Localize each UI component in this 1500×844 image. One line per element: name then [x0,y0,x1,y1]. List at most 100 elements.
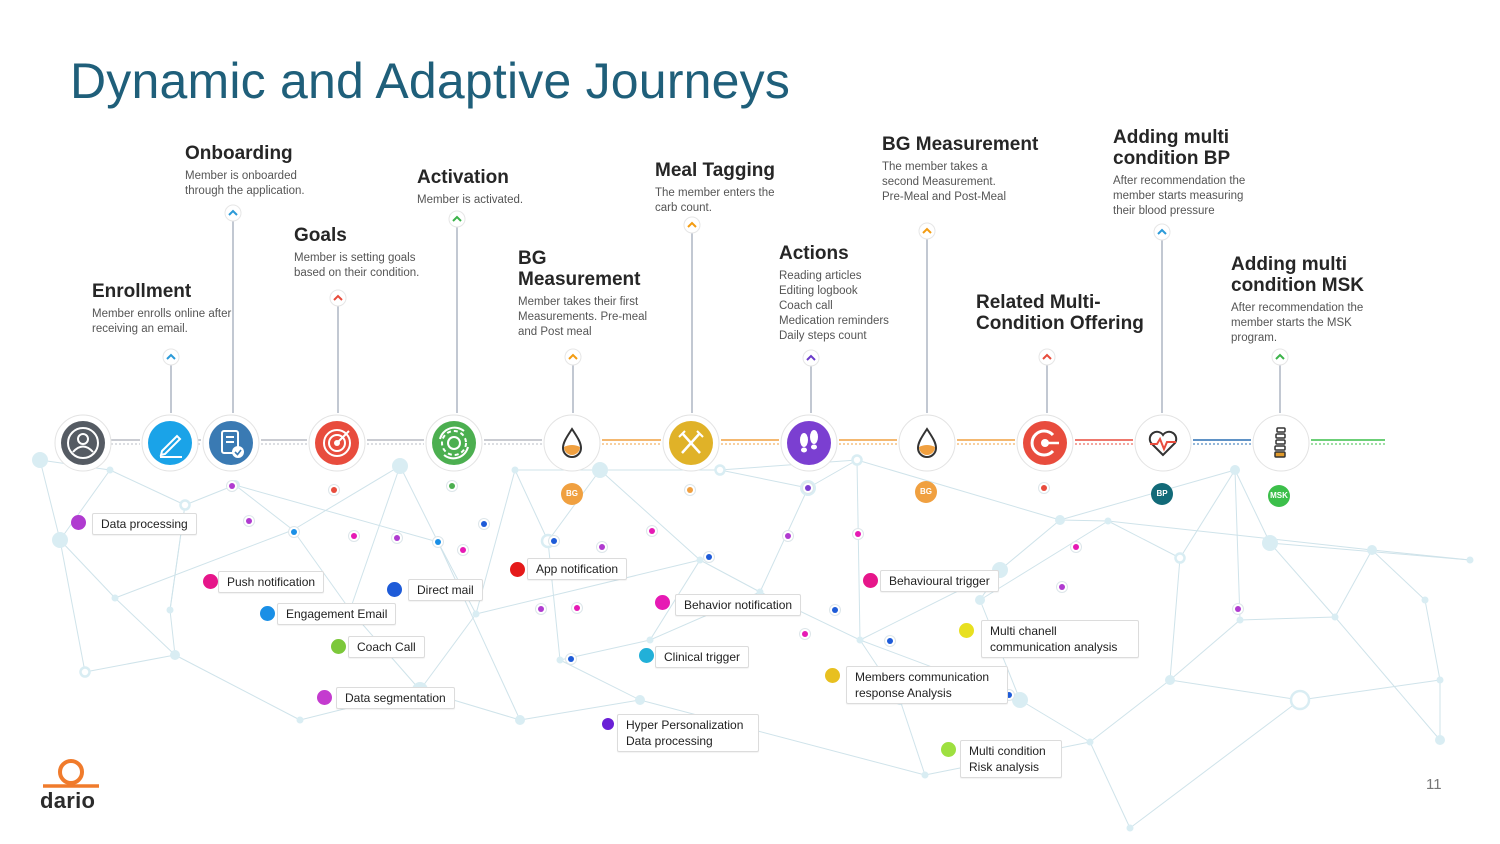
network-dot [435,539,441,545]
network-node [511,466,519,474]
bg-tag: BG [915,481,937,503]
network-line [1059,519,1109,522]
stage-title: Meal Tagging [655,160,775,181]
chevron-up-icon [1042,353,1052,360]
network-line [114,529,294,599]
network-line [59,469,111,541]
network-line [1059,469,1236,521]
network-node [111,594,119,602]
chevron-up-icon [224,204,242,222]
behavioural-trigger-dot [863,573,878,588]
capability-push-notification: Push notification [218,571,325,593]
chevron-up-icon [802,349,820,367]
network-line [292,529,351,611]
capability-app-notification: App notification [527,558,628,580]
target-icon [307,413,367,473]
network-node [32,452,48,468]
network-node [556,656,564,664]
stage-title: Onboarding [185,143,293,164]
stage-actions: Actions Reading articles Editing logbook… [779,243,919,344]
stage-enrollment: Enrollment Member enrolls online after r… [92,281,252,337]
stage-description: The member takes a second Measurement. P… [882,161,1006,203]
chevron-up-icon [1157,228,1167,235]
chevron-up-icon [806,354,816,361]
network-node [179,499,191,511]
stage-meal-tagging: Meal Tagging The member enters the carb … [655,160,795,216]
capability-behavioural-trigger: Behavioural trigger [880,570,999,592]
members-response-analysis-dot [825,668,840,683]
network-dot [551,538,557,544]
capability-members-response-analysis: Members communication response Analysis [846,666,1008,704]
app-notification-dot [510,562,525,577]
stage-bg-measurement-first: BG Measurement Member takes their first … [518,248,658,340]
network-line [169,609,176,656]
chevron-up-icon [329,289,347,307]
network-node [52,532,68,548]
network-line [856,459,861,641]
network-node [1367,545,1377,555]
network-node [1086,738,1094,746]
capability-multi-channel-analysis: Multi chanell communication analysis [981,620,1139,658]
network-line [1089,741,1131,829]
stage-description: Reading articles Editing logbook Coach c… [779,270,889,342]
network-line [1371,549,1426,601]
network-line [547,469,601,542]
multi-condition-risk-dot [941,742,956,757]
stage-title: BG Measurement [882,134,1039,155]
network-dot [706,554,712,560]
network-dot [785,533,791,539]
network-dot [538,606,544,612]
capability-hyper-personalization: Hyper Personalization Data processing [617,714,759,752]
chevron-up-icon [1038,348,1056,366]
network-line [856,459,1061,521]
network-dot [246,518,252,524]
network-line [999,519,1061,571]
capability-engagement-email: Engagement Email [277,603,397,625]
msk-tag: MSK [1268,485,1290,507]
network-node [79,666,91,678]
chevron-up-icon [1271,348,1289,366]
network-line [84,654,176,673]
network-node [1262,535,1278,551]
network-line [899,699,926,776]
background-network-nodes [32,452,1474,832]
network-dot [805,485,811,491]
network-node [1466,556,1474,564]
stage-description: Member is setting goals based on their c… [294,252,420,279]
network-dot [687,487,693,493]
network-dot [832,607,838,613]
network-line [639,699,926,776]
network-node [296,716,304,724]
network-node [1436,676,1444,684]
network-line [349,465,401,611]
target-arrow-icon [1015,413,1075,473]
network-node [592,462,608,478]
network-line [719,459,858,471]
network-node [1421,596,1429,604]
network-dot [460,547,466,553]
stage-title: Enrollment [92,281,192,302]
stage-title: Goals [294,225,347,246]
background-network-lines [39,459,1471,829]
network-node [515,715,525,725]
blood-drop-icon [542,413,602,473]
network-dot [599,544,605,550]
network-dot [802,631,808,637]
chevron-up-icon [568,353,578,360]
network-line [1107,520,1373,551]
blood-drop-icon [897,413,957,473]
network-node [856,636,864,644]
network-node [1289,689,1311,711]
network-node [1230,465,1240,475]
network-node [166,606,174,614]
data-segmentation-dot [317,690,332,705]
coach-call-dot [331,639,346,654]
chevron-up-icon [564,348,582,366]
network-line [234,484,439,543]
stage-title: Related Multi-Condition Offering [976,292,1144,334]
gear-refresh-icon [424,413,484,473]
network-line [1334,549,1373,618]
network-line [475,559,701,615]
stage-activation: Activation Member is activated. [417,167,567,208]
network-line [1169,557,1181,681]
